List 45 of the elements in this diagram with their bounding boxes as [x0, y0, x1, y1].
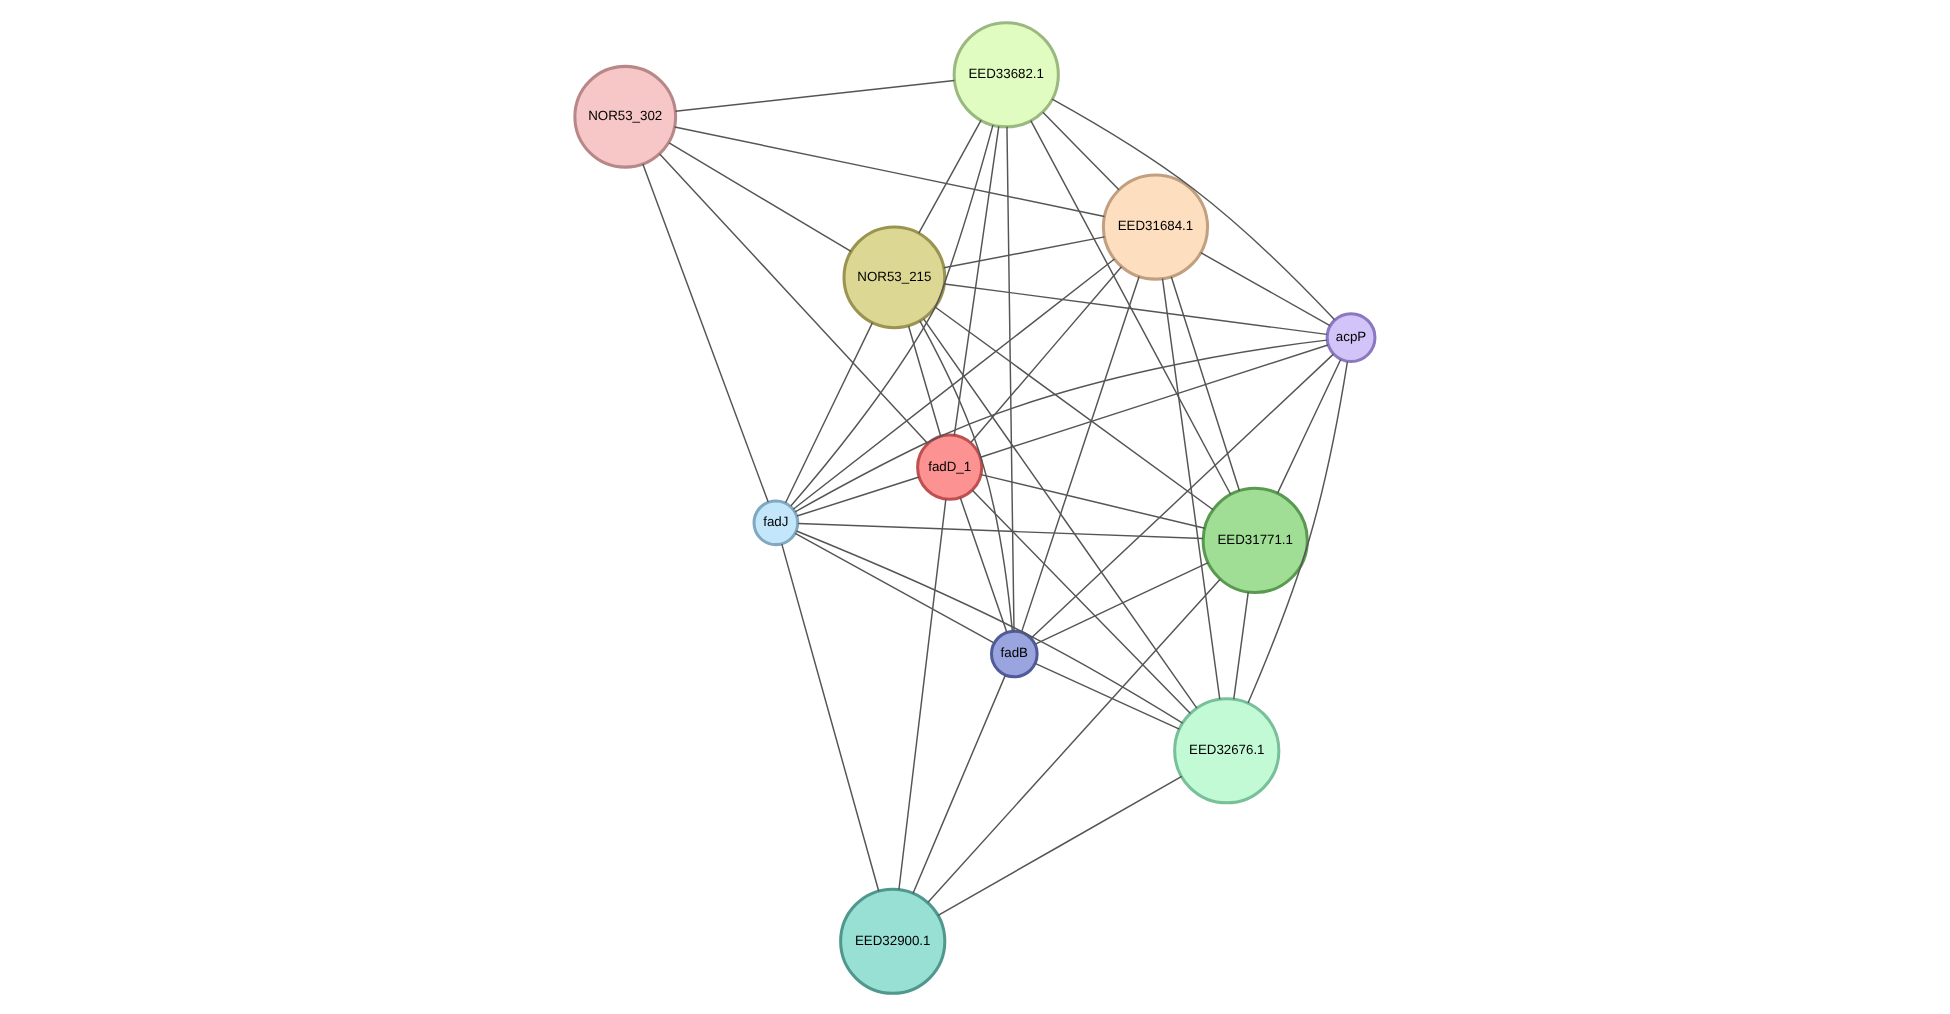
connector [1276, 357, 1342, 494]
connector [1200, 250, 1331, 326]
connector [918, 118, 982, 233]
connector [1247, 359, 1349, 703]
connector [792, 257, 1116, 509]
connector [1233, 590, 1249, 699]
connector [919, 319, 1014, 631]
connector [1051, 97, 1336, 320]
connector [943, 282, 1328, 335]
connector [937, 774, 1183, 916]
connector [784, 321, 874, 503]
connector [1034, 560, 1209, 644]
connector [912, 673, 1007, 894]
connector [658, 152, 929, 444]
connector [979, 343, 1329, 457]
connector [970, 264, 1123, 443]
connector [980, 472, 1206, 529]
connector [943, 235, 1106, 268]
connector [1006, 124, 1015, 631]
connector [907, 324, 942, 436]
connector [797, 521, 1204, 539]
connector [673, 125, 1106, 217]
connector [934, 305, 1214, 510]
connector [1030, 118, 1232, 495]
connector [1034, 661, 1181, 729]
connector [898, 497, 947, 890]
connector [796, 475, 920, 516]
connector [794, 531, 996, 643]
connector [781, 542, 880, 891]
connector [959, 495, 1008, 633]
connector [668, 141, 852, 252]
connector [971, 488, 1192, 714]
connector [794, 338, 1328, 512]
connector [790, 123, 994, 506]
connector [1042, 110, 1120, 190]
connector [1170, 274, 1241, 491]
connector [795, 529, 1184, 723]
connector [1030, 352, 1335, 638]
connector [642, 162, 769, 502]
connector [927, 577, 1221, 903]
connector [674, 78, 956, 111]
connector [922, 317, 1198, 708]
connector [1161, 276, 1221, 699]
connector [1020, 274, 1140, 632]
connector [953, 124, 1000, 436]
